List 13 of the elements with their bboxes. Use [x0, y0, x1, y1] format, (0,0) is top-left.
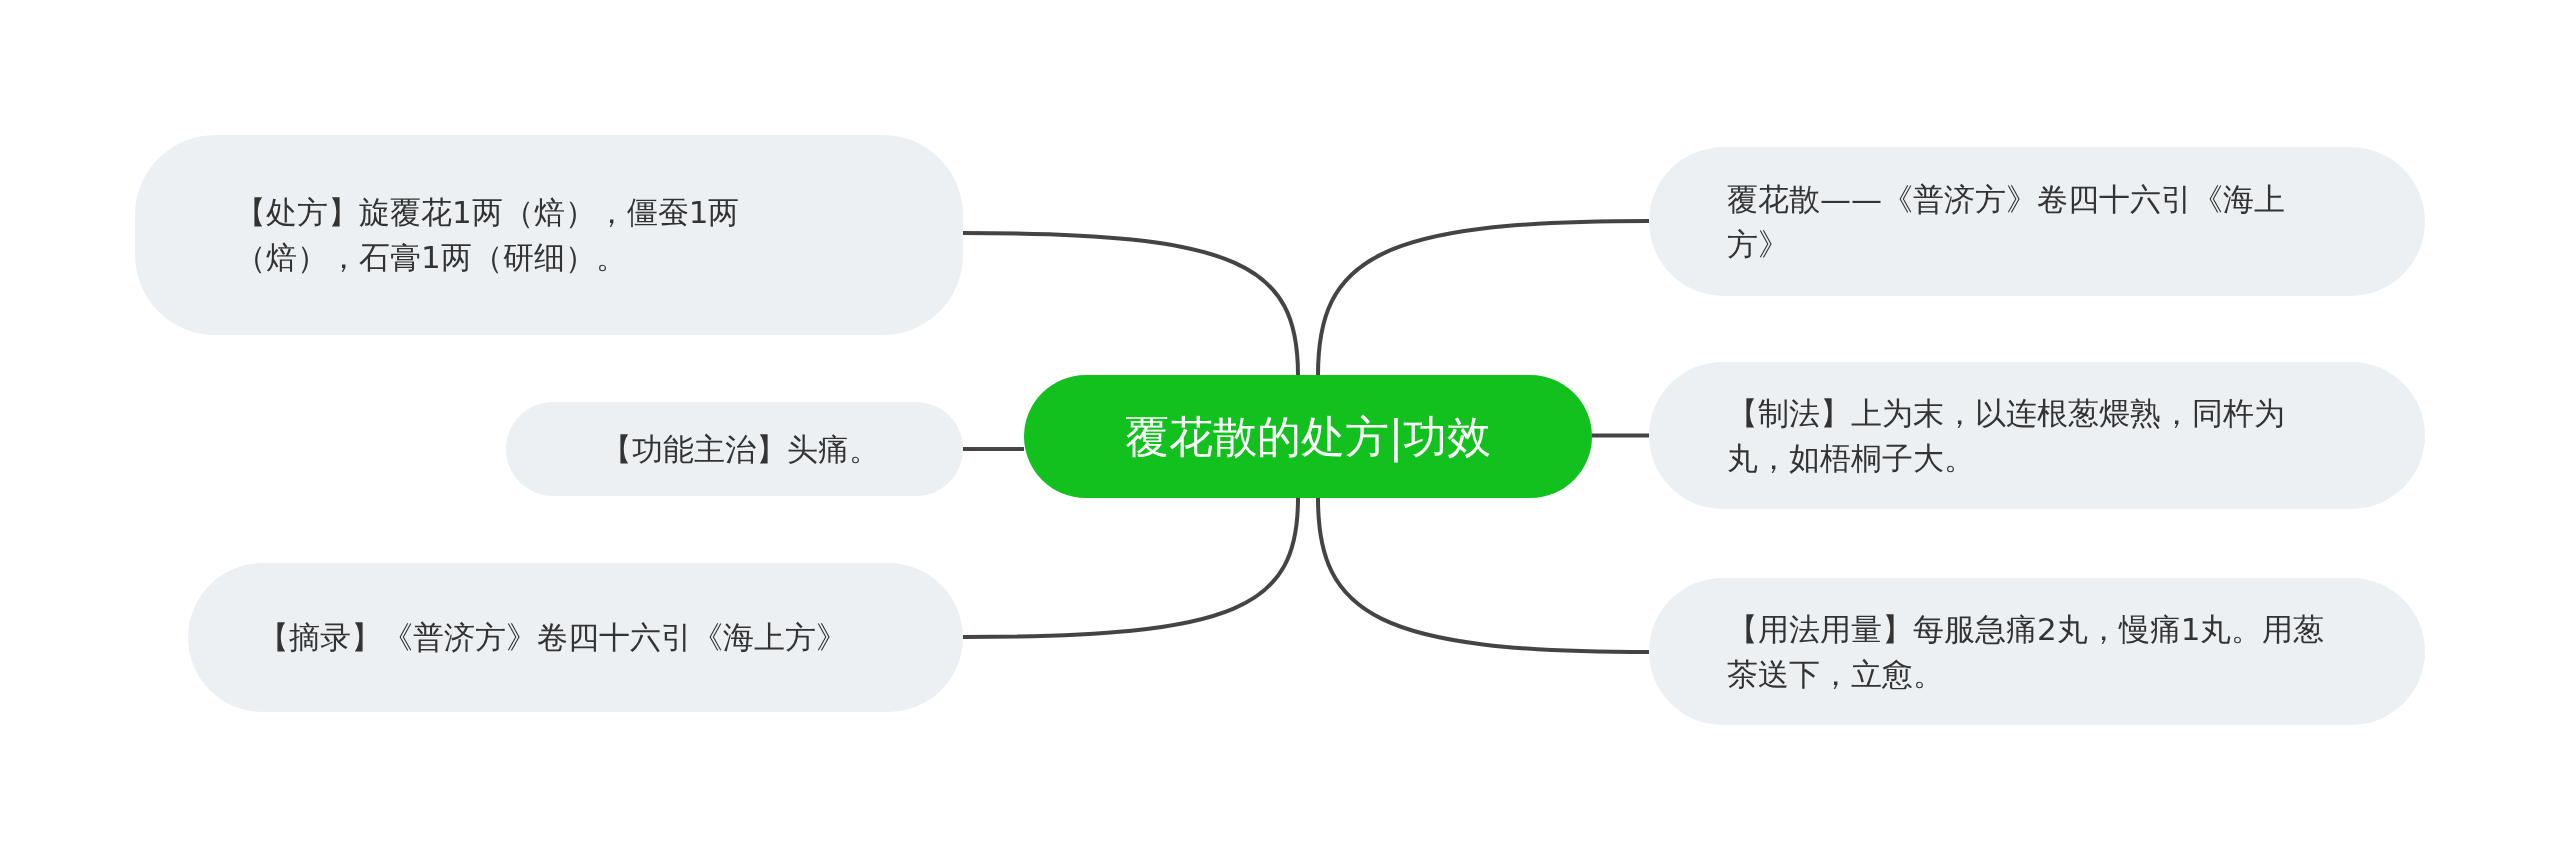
central-topic: 覆花散的处方|功效 — [1024, 375, 1592, 498]
connector-line — [963, 447, 1024, 451]
connector-line — [1316, 219, 1650, 376]
topic-bubble: 覆花散——《普济方》卷四十六引《海上方》 — [1649, 147, 2425, 296]
connector-line — [963, 497, 1300, 639]
topic-bubble: 【用法用量】每服急痛2丸，慢痛1丸。用葱茶送下，立愈。 — [1649, 578, 2425, 725]
topic-bubble: 【制法】上为末，以连根葱煨熟，同杵为丸，如梧桐子大。 — [1649, 362, 2425, 509]
connector-line — [1316, 497, 1650, 654]
connector-line — [962, 231, 1300, 376]
topic-bubble: 【处方】旋覆花1两（焙），僵蚕1两（焙），石膏1两（研细）。 — [135, 135, 963, 335]
connector-line — [1592, 433, 1649, 438]
topic-bubble: 【摘录】《普济方》卷四十六引《海上方》 — [188, 563, 963, 712]
topic-bubble: 【功能主治】头痛。 — [506, 402, 963, 496]
